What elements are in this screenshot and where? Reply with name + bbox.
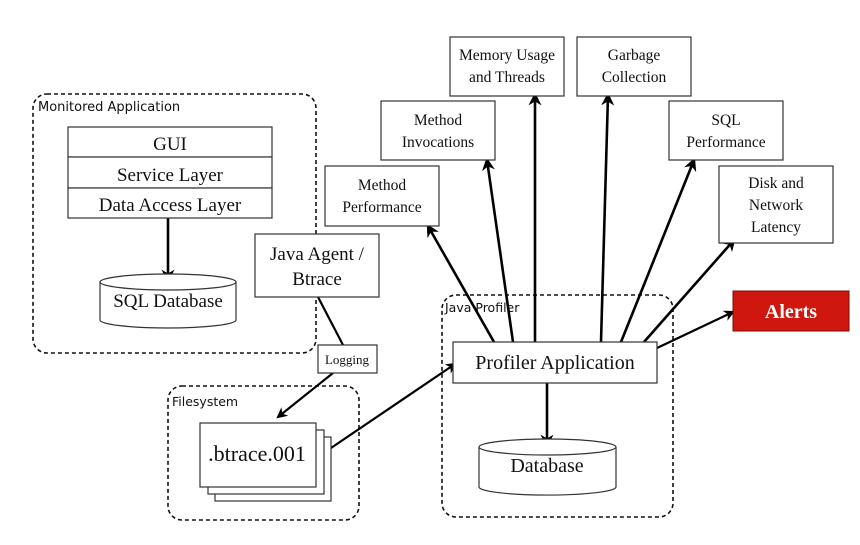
- arrow-to-method-invocations: [482, 157, 515, 343]
- method-performance-line2: Performance: [342, 199, 421, 216]
- garbage-collection-line1: Garbage: [608, 47, 661, 64]
- java-profiler-label: Java Profiler: [444, 300, 520, 315]
- memory-usage-line1: Memory Usage: [459, 47, 555, 64]
- method-performance-line1: Method: [358, 177, 406, 194]
- sql-performance-line1: SQL: [711, 112, 740, 129]
- alerts-label: Alerts: [765, 301, 817, 323]
- sql-performance-line2: Performance: [686, 134, 765, 151]
- memory-usage-line2: and Threads: [469, 69, 545, 86]
- java-agent-label-line1: Java Agent /: [270, 244, 365, 265]
- arrow-to-sql-performance: [619, 157, 697, 343]
- metric-sql-performance: SQL Performance: [668, 100, 784, 161]
- logging-rect: [317, 344, 378, 374]
- logging-box: Logging: [317, 344, 378, 374]
- sql-database-label: SQL Database: [113, 291, 223, 312]
- service-layer: [67, 156, 273, 189]
- group-java-profiler: Java Profiler: [441, 294, 674, 518]
- arrow-file-to-profiler: [330, 362, 457, 449]
- method-invocations-rect: [380, 100, 496, 161]
- garbage-collection-line2: Collection: [602, 69, 667, 86]
- monitored-application-label: Monitored Application: [38, 100, 180, 115]
- java-agent-box: Java Agent / Btrace: [254, 233, 380, 298]
- disk-network-line2: Network: [749, 197, 803, 214]
- disk-network-rect: [718, 165, 834, 244]
- metric-method-performance: Method Performance: [324, 165, 440, 227]
- profiler-application-box: Profiler Application: [452, 341, 658, 384]
- arrow-to-method-performance: [426, 223, 496, 343]
- arrow-logging-to-file: [276, 372, 334, 419]
- disk-network-line3: Latency: [751, 219, 801, 236]
- metric-disk-network-latency: Disk and Network Latency: [718, 165, 834, 244]
- metric-method-invocations: Method Invocations: [380, 100, 496, 161]
- profiler-application-rect: [452, 341, 658, 384]
- java-agent-rect: [254, 233, 380, 298]
- data-access-layer-label: Data Access Layer: [99, 195, 242, 216]
- btrace-file-stack: .btrace.001: [199, 422, 332, 502]
- java-agent-label-line2: Btrace: [292, 269, 342, 290]
- application-layer-stack: GUI Service Layer Data Access Layer: [67, 126, 273, 219]
- profiler-application-label: Profiler Application: [475, 352, 634, 374]
- filesystem-border: [167, 385, 360, 521]
- service-layer-label: Service Layer: [117, 165, 224, 186]
- profiler-database-top: [478, 438, 617, 456]
- metric-garbage-collection: Garbage Collection: [576, 36, 692, 97]
- garbage-collection-rect: [576, 36, 692, 97]
- profiler-database-label: Database: [510, 455, 583, 477]
- line-agent-to-logging: [317, 296, 344, 346]
- memory-usage-rect: [449, 36, 565, 97]
- btrace-file-label: .btrace.001: [208, 441, 306, 466]
- metric-memory-usage-threads: Memory Usage and Threads: [449, 36, 565, 97]
- arrow-to-garbage-collection: [599, 92, 615, 343]
- alerts-rect: [732, 290, 850, 332]
- monitored-application-border: [32, 93, 317, 354]
- profiler-database-body: [478, 447, 617, 496]
- group-monitored-application: Monitored Application: [32, 93, 317, 354]
- connectors: [161, 92, 736, 449]
- disk-network-line1: Disk and: [748, 175, 804, 192]
- sql-database: SQL Database: [99, 273, 237, 329]
- sql-performance-rect: [668, 100, 784, 161]
- arrow-to-disk-network: [643, 238, 736, 343]
- data-access-layer: [67, 187, 273, 219]
- logging-label: Logging: [325, 352, 370, 367]
- btrace-file-page-1: [199, 422, 317, 488]
- java-profiler-border: [441, 294, 674, 518]
- gui-layer-label: GUI: [153, 134, 187, 155]
- method-invocations-line1: Method: [414, 112, 462, 129]
- method-invocations-line2: Invocations: [402, 134, 474, 151]
- arrow-profiler-to-alerts: [656, 310, 735, 349]
- filesystem-label: Filesystem: [172, 394, 238, 409]
- group-filesystem: Filesystem: [167, 385, 360, 521]
- method-performance-rect: [324, 165, 440, 227]
- sql-database-top: [99, 273, 237, 291]
- profiler-database: Database: [478, 438, 617, 496]
- sql-database-body: [99, 282, 237, 329]
- alerts-box: Alerts: [732, 290, 850, 332]
